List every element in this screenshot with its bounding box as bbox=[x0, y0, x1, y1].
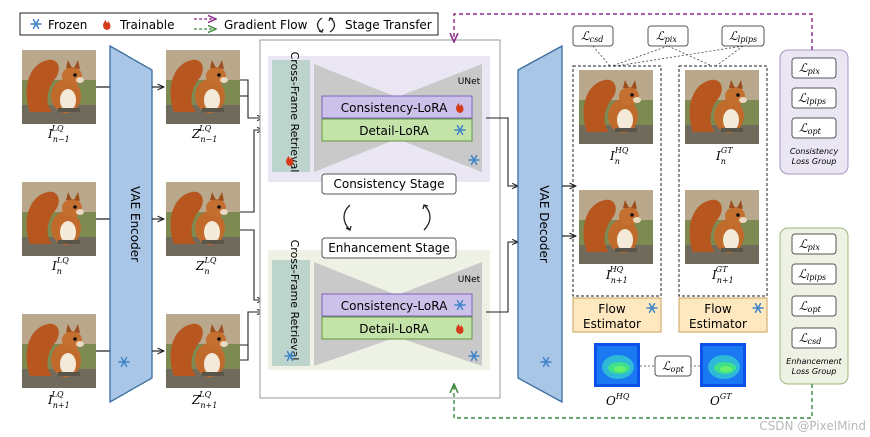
flow-map-hq: OHQ bbox=[594, 343, 640, 408]
loss-opt-center: ℒopt bbox=[640, 355, 700, 377]
arrows-decoder-outputs bbox=[562, 186, 576, 236]
flow-estimator-gt-line2: Estimator bbox=[689, 317, 747, 331]
input-label-1: In−1LQ bbox=[47, 124, 70, 144]
latent-frame-2: ZnLQ bbox=[166, 182, 240, 276]
input-frame-3: In+1LQ bbox=[22, 314, 96, 410]
legend-trainable: Trainable bbox=[119, 18, 174, 32]
enhancement-stage-label: Enhancement Stage bbox=[328, 241, 450, 255]
flow-estimator-hq-line2: Estimator bbox=[583, 317, 641, 331]
flow-label-gt: OGT bbox=[710, 392, 732, 408]
stage-transfer-arrows bbox=[343, 204, 431, 231]
gt-label-1: InGT bbox=[715, 146, 733, 166]
hq-label-2: In+1HQ bbox=[605, 265, 628, 285]
input-label-3: In+1LQ bbox=[47, 390, 70, 410]
top-loss-row: ℒcsd ℒpix ℒlpips bbox=[572, 25, 765, 67]
detail-lora-label: Detail-LoRA bbox=[359, 322, 429, 336]
detail-lora-label: Detail-LoRA bbox=[359, 124, 429, 138]
gt-label-2: In+1GT bbox=[711, 265, 734, 285]
fire-icon bbox=[103, 20, 111, 30]
cross-frame-retrieval-label: Cross-Frame Retrieval bbox=[288, 52, 301, 173]
gradient-flow-green bbox=[454, 384, 813, 419]
flow-estimator-hq-line1: Flow bbox=[598, 302, 626, 316]
flow-label-hq: OHQ bbox=[606, 392, 630, 408]
watermark: CSDN @PixelMind bbox=[759, 419, 866, 433]
vae-decoder: VAE Decoder bbox=[517, 44, 563, 404]
arrows-encoder-latent bbox=[152, 87, 164, 351]
latent-label-3: Zn+1LQ bbox=[191, 390, 217, 410]
enhancement-unet: Cross-Frame Retrieval UNet Consistency-L… bbox=[272, 240, 482, 366]
gradient-flow-legend-icon bbox=[194, 19, 216, 29]
legend-frozen: Frozen bbox=[48, 18, 87, 32]
enhancement-loss-group: ℒpix ℒlpips ℒopt ℒcsd Enhancement Loss G… bbox=[779, 227, 849, 385]
snowflake-icon bbox=[30, 18, 42, 30]
input-frame-2: InLQ bbox=[22, 182, 96, 276]
flow-estimator-gt: Flow Estimator bbox=[678, 297, 768, 333]
latent-to-unet-connectors bbox=[240, 79, 263, 361]
vae-encoder: VAE Encoder bbox=[109, 44, 153, 404]
latent-label-2: ZnLQ bbox=[195, 256, 217, 276]
hq-output-group: InHQ In+1HQ bbox=[572, 65, 662, 297]
vae-decoder-label: VAE Decoder bbox=[537, 185, 551, 263]
consistency-loss-group: ℒpix ℒlpips ℒopt Consistency Loss Group bbox=[779, 49, 849, 175]
detail-lora-block bbox=[321, 118, 473, 142]
unet-label: UNet bbox=[458, 275, 481, 285]
flow-estimator-gt-line1: Flow bbox=[704, 302, 732, 316]
eg-title-line2: Loss Group bbox=[792, 367, 837, 376]
consistency-lora-label: Consistency-LoRA bbox=[341, 101, 448, 115]
input-label-2: InLQ bbox=[51, 256, 69, 276]
consistency-stage: Consistency Stage bbox=[321, 173, 457, 195]
latent-frame-3: Zn+1LQ bbox=[166, 314, 240, 410]
latent-frame-1: Zn−1LQ bbox=[166, 50, 240, 144]
unet-to-decoder-connectors bbox=[486, 117, 518, 313]
cross-frame-retrieval-block bbox=[272, 60, 310, 172]
legend-gradient-flow: Gradient Flow bbox=[224, 18, 308, 32]
legend: Frozen Trainable Gradient Flow Stage Tra… bbox=[19, 12, 439, 36]
eg-title-line1: Enhancement bbox=[786, 357, 842, 366]
cross-frame-retrieval-block bbox=[272, 260, 310, 366]
legend-stage-transfer: Stage Transfer bbox=[345, 18, 432, 32]
cross-frame-retrieval-label: Cross-Frame Retrieval bbox=[288, 240, 301, 361]
unet-label: UNet bbox=[458, 77, 481, 87]
stage-transfer-icon bbox=[316, 17, 336, 33]
consistency-stage-label: Consistency Stage bbox=[333, 177, 444, 191]
latent-label-1: Zn−1LQ bbox=[191, 124, 217, 144]
flow-estimator-hq: Flow Estimator bbox=[572, 297, 662, 333]
gradient-flow-purple bbox=[454, 13, 813, 50]
detail-lora-block bbox=[321, 316, 473, 340]
consistency-lora-block bbox=[321, 293, 473, 317]
consistency-lora-block bbox=[321, 95, 473, 119]
vae-encoder-label: VAE Encoder bbox=[128, 186, 142, 262]
cg-title-line2: Loss Group bbox=[792, 157, 837, 166]
hq-label-1: InHQ bbox=[609, 146, 629, 166]
enhancement-stage: Enhancement Stage bbox=[321, 237, 457, 259]
cg-title-line1: Consistency bbox=[790, 147, 839, 156]
consistency-lora-label: Consistency-LoRA bbox=[341, 299, 448, 313]
input-frame-1: In−1LQ bbox=[22, 50, 96, 144]
gt-output-group: InGT In+1GT bbox=[678, 65, 768, 297]
consistency-unet: Cross-Frame Retrieval UNet Consistency-L… bbox=[272, 52, 482, 173]
flow-map-gt: OGT bbox=[700, 343, 746, 408]
